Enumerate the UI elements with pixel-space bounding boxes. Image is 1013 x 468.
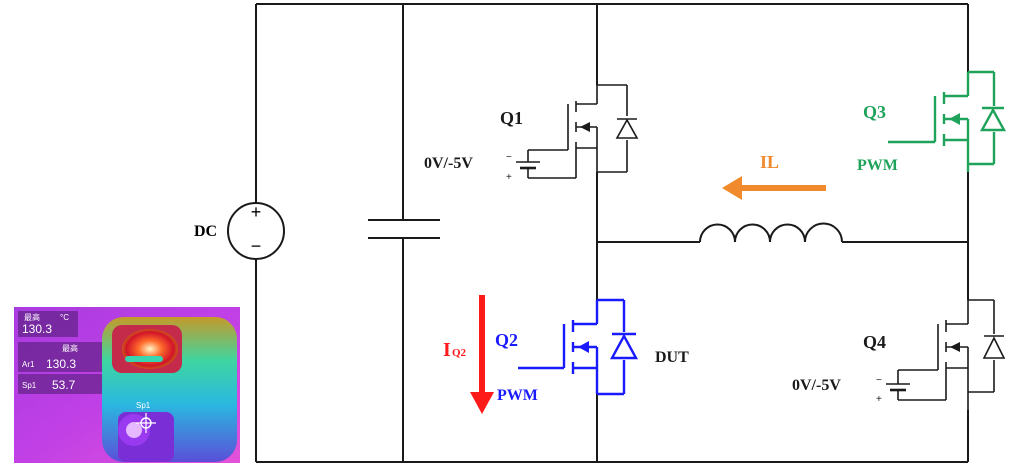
il-arrow xyxy=(722,176,826,200)
thermal-max-label: 最高 xyxy=(62,343,78,353)
iq2-subscript: Q2 xyxy=(452,347,467,359)
thermal-sp1-value: 53.7 xyxy=(52,378,76,392)
q1-battery-minus: − xyxy=(506,152,512,163)
thermal-ar1-value: 130.3 xyxy=(46,357,76,371)
thermal-max-value-top: 130.3 xyxy=(22,322,52,336)
dc-label: DC xyxy=(194,223,217,240)
iq2-label: I xyxy=(443,339,451,361)
sp1-crosshair-icon xyxy=(136,413,156,433)
q4-label: Q4 xyxy=(863,332,886,352)
q3-mosfet xyxy=(888,70,1007,172)
thermal-spot-label: Sp1 xyxy=(136,401,151,410)
q1-mosfet xyxy=(516,84,639,179)
q4-battery-minus: − xyxy=(876,375,882,386)
q1-battery-plus: + xyxy=(506,172,512,183)
q2-dut-label: DUT xyxy=(655,349,689,366)
q4-mosfet xyxy=(886,299,1006,410)
thermal-max-label-top: 最高 xyxy=(24,312,40,322)
dc-minus: − xyxy=(251,236,262,256)
q2-mosfet xyxy=(518,298,639,396)
q2-drive: PWM xyxy=(497,387,538,404)
wiring xyxy=(255,3,969,463)
capacitor xyxy=(368,219,440,239)
q2-label: Q2 xyxy=(495,330,518,350)
q4-battery-plus: + xyxy=(876,394,882,405)
q3-drive: PWM xyxy=(857,157,898,174)
dc-source: + − xyxy=(227,202,285,260)
dc-plus: + xyxy=(251,202,262,222)
thermal-sp1-label: Sp1 xyxy=(22,381,37,390)
q3-label: Q3 xyxy=(863,102,886,122)
thermal-ar1-label: Ar1 xyxy=(22,360,35,369)
q1-label: Q1 xyxy=(500,108,523,128)
iq2-arrow xyxy=(470,295,494,414)
q1-gate-voltage: 0V/-5V xyxy=(424,155,473,172)
thermal-unit: °C xyxy=(60,313,69,322)
thermal-image: Sp1 最高 °C 130.3 最高 Ar1 130.3 Sp1 53.7 xyxy=(14,307,240,463)
inductor xyxy=(699,222,843,243)
il-label: IL xyxy=(760,152,779,172)
q4-gate-voltage: 0V/-5V xyxy=(792,377,841,394)
